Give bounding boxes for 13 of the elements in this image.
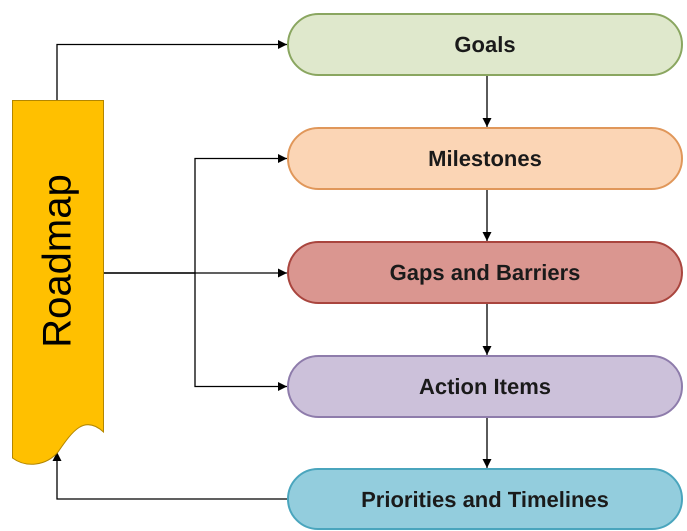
step-label: Goals — [454, 31, 516, 59]
step-label: Action Items — [418, 373, 552, 401]
step-label: Priorities and Timelines — [361, 486, 609, 514]
banner-label: Roadmap — [35, 174, 81, 348]
arrow — [56, 40, 287, 100]
arrow — [104, 272, 287, 391]
arrow — [52, 452, 287, 500]
step-label: Milestones — [428, 145, 542, 173]
arrow — [482, 304, 492, 355]
arrow — [482, 418, 492, 468]
arrow — [482, 76, 492, 127]
arrow — [482, 190, 492, 241]
step-label: Gaps and Barriers — [390, 259, 580, 287]
